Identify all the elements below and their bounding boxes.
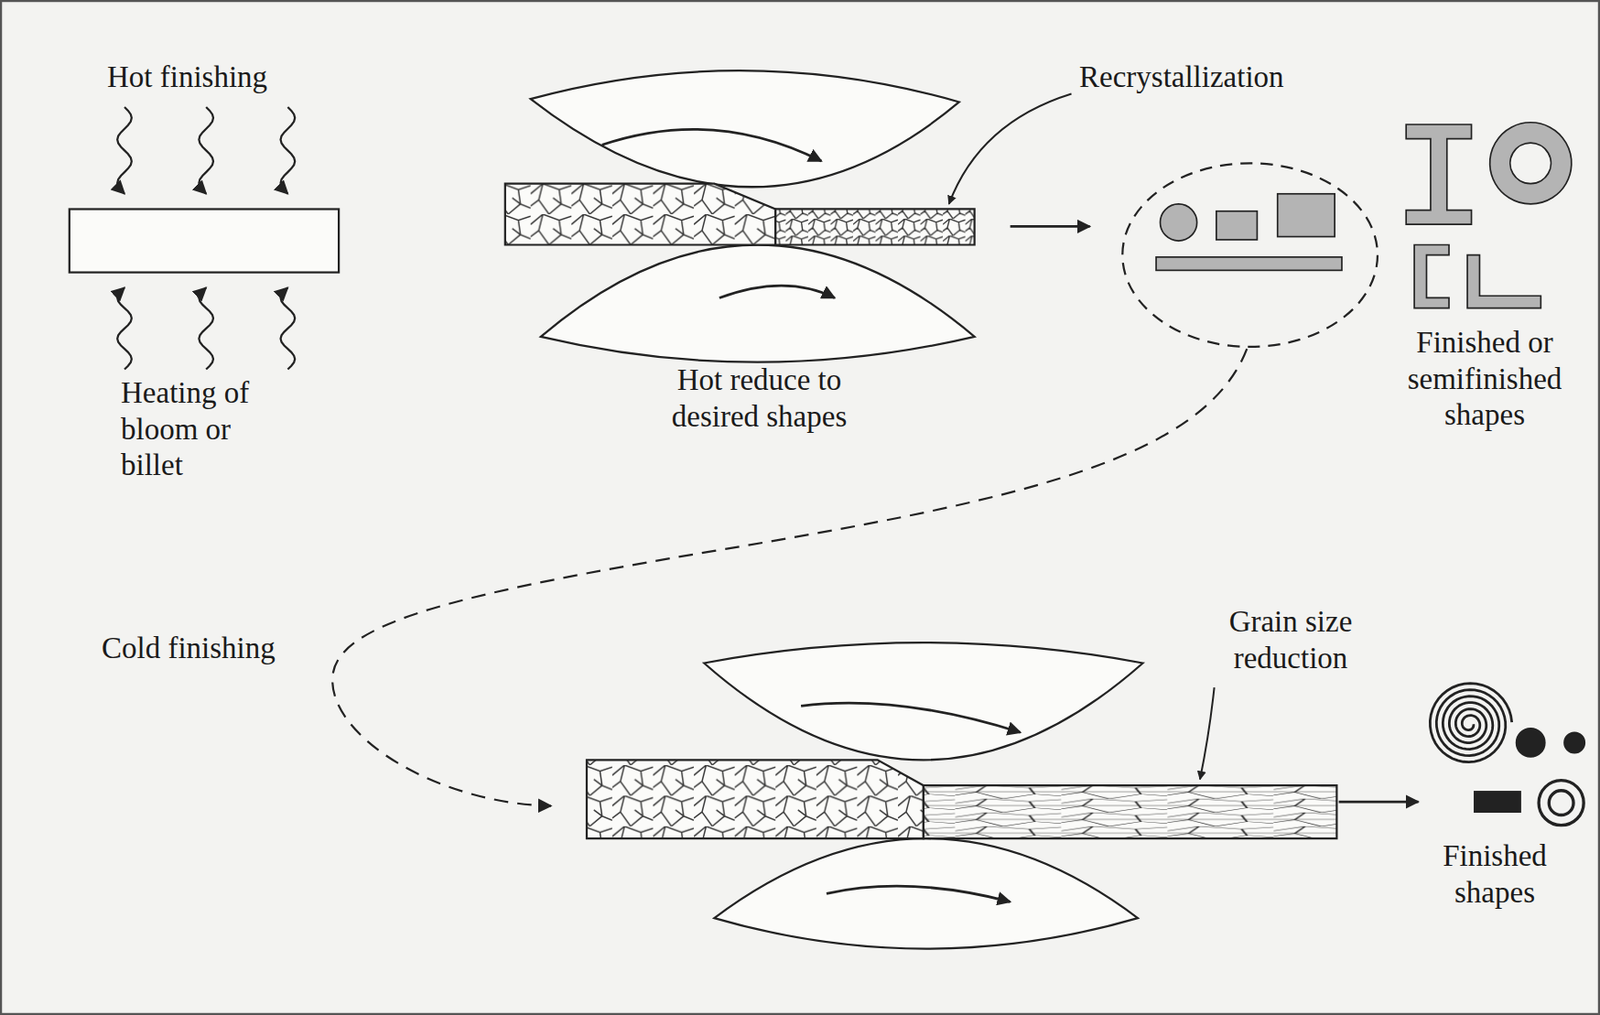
flow-arrow — [1339, 800, 1419, 804]
product-label: Finished shapes — [1413, 838, 1577, 911]
billet — [69, 208, 339, 272]
hot-strip-coarse-grains — [505, 183, 776, 246]
flow-arrow — [1010, 225, 1091, 228]
process-heading: Hot finishing — [107, 59, 268, 97]
roll-rotation-arrow — [800, 702, 1021, 733]
finished-sections — [1405, 122, 1572, 309]
lower-cold-roll — [713, 838, 1138, 949]
upper-cold-roll — [703, 642, 1143, 760]
heat-arrow — [117, 107, 132, 195]
cold-finished-sections — [1474, 728, 1585, 826]
upper-hot-roll — [530, 70, 960, 187]
process-heading: Cold finishing — [101, 630, 276, 668]
heat-arrows — [117, 107, 295, 369]
dashed-ellipse — [1122, 162, 1378, 347]
roll-rotation-arrow — [719, 285, 835, 298]
coil-spiral — [1429, 683, 1512, 763]
heat-arrow — [281, 287, 296, 369]
dashed-flow-line — [332, 348, 1247, 806]
hot-strip-recrystallized — [775, 208, 974, 245]
heat-arrow — [198, 107, 214, 195]
leader-line — [949, 94, 1072, 205]
lower-hot-roll — [540, 244, 975, 362]
coil-line — [1429, 683, 1512, 763]
heat-arrow — [198, 287, 214, 369]
semifinished-sections — [1156, 194, 1342, 271]
callout-label: Grain size reduction — [1203, 604, 1378, 677]
cold-strip-coarse-grains — [586, 759, 924, 839]
cold-strip-elongated-grains — [923, 785, 1337, 839]
product-label: Finished or semifinished shapes — [1377, 324, 1592, 434]
callout-label: Recrystallization — [1079, 59, 1285, 97]
roll-rotation-arrow — [826, 886, 1011, 902]
process-note: Hot reduce to desired shapes — [634, 362, 885, 435]
heat-arrow — [117, 287, 132, 369]
heat-arrow — [281, 107, 296, 195]
leader-line — [1200, 687, 1215, 779]
roll-rotation-arrow — [602, 129, 822, 162]
process-note: Heating of bloom or billet — [120, 375, 274, 485]
